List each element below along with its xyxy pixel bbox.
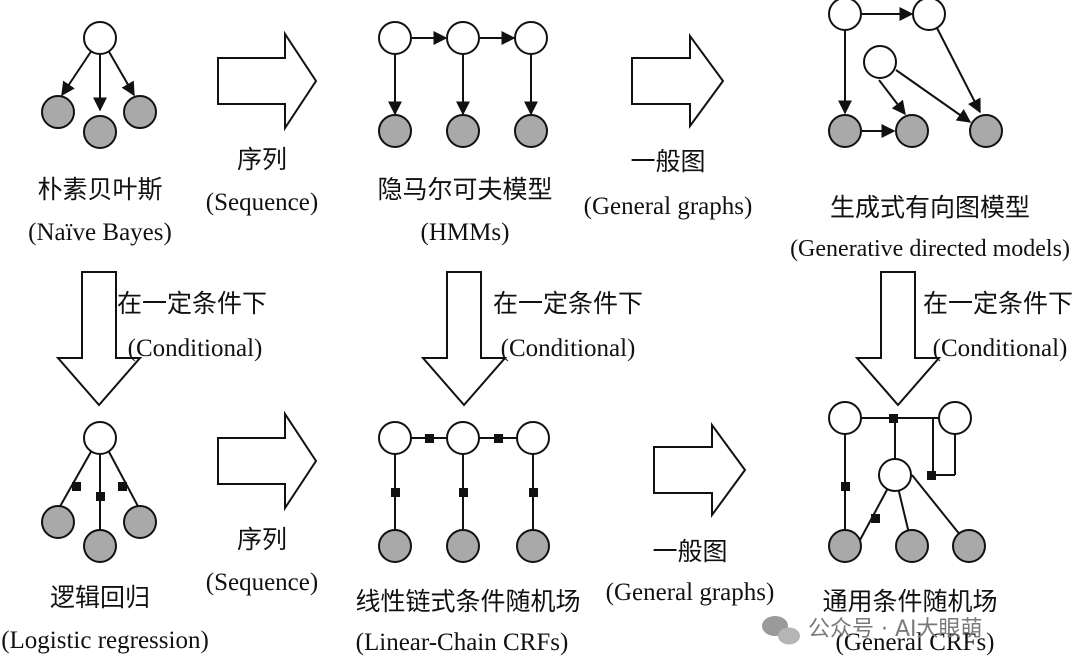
sequence-arrow-bottom (217, 410, 318, 512)
logistic-en: (Logistic regression) (1, 627, 209, 654)
hmm-zh: 隐马尔可夫模型 (377, 175, 552, 204)
observed-node (514, 114, 548, 148)
observed-node (828, 529, 862, 563)
factor-nodes (841, 414, 936, 523)
general-en-bottom: (General graphs) (606, 579, 775, 606)
observed-node (41, 505, 75, 539)
hmm-en: (HMMs) (421, 219, 510, 246)
observed-node (446, 114, 480, 148)
hmm-graph (378, 21, 548, 148)
logistic-graph (41, 421, 157, 563)
hidden-node (514, 21, 548, 55)
general-arrow-bottom (653, 421, 747, 519)
observed-node (123, 505, 157, 539)
conditional-arrow-right (854, 271, 942, 407)
observed-node (41, 95, 75, 129)
hidden-node (83, 421, 117, 455)
generative-zh: 生成式有向图模型 (830, 193, 1030, 222)
sequence-en-bottom: (Sequence) (206, 569, 318, 596)
observed-node (895, 114, 929, 148)
observed-node (123, 95, 157, 129)
linear-crf-zh: 线性链式条件随机场 (355, 587, 580, 616)
observed-node (83, 115, 117, 149)
hidden-node (828, 0, 862, 31)
hidden-node (83, 21, 117, 55)
conditional-en-left: (Conditional) (128, 335, 263, 362)
sequence-zh-bottom: 序列 (237, 525, 287, 554)
general-crf-en: (General CRFs) (836, 629, 995, 656)
sequence-arrow-top (217, 30, 318, 132)
hidden-node (828, 401, 862, 435)
hidden-node (378, 421, 412, 455)
general-zh-top: 一般图 (630, 147, 705, 176)
sequence-en-top: (Sequence) (206, 189, 318, 216)
conditional-arrow-middle (420, 271, 508, 407)
factor-nodes (391, 434, 538, 497)
observed-node (83, 529, 117, 563)
naive-bayes-en: (Naïve Bayes) (28, 219, 172, 246)
general-crf-zh: 通用条件随机场 (822, 587, 997, 616)
hidden-node (863, 45, 897, 79)
sequence-zh-top: 序列 (237, 145, 287, 174)
conditional-zh-right: 在一定条件下 (923, 289, 1073, 318)
linear-crf-graph (378, 421, 550, 563)
hidden-node (446, 421, 480, 455)
hidden-node (446, 21, 480, 55)
factor-nodes (72, 482, 127, 501)
general-arrow-top (631, 32, 725, 130)
conditional-en-middle: (Conditional) (501, 335, 636, 362)
generative-en: (Generative directed models) (790, 236, 1070, 262)
conditional-en-right: (Conditional) (933, 335, 1068, 362)
conditional-zh-middle: 在一定条件下 (493, 289, 643, 318)
observed-node (895, 529, 929, 563)
observed-node (446, 529, 480, 563)
observed-node (378, 114, 412, 148)
observed-node (828, 114, 862, 148)
naive-bayes-zh: 朴素贝叶斯 (37, 175, 162, 204)
hidden-node (912, 0, 946, 31)
general-zh-bottom: 一般图 (652, 537, 727, 566)
observed-node (969, 114, 1003, 148)
conditional-arrow-left (55, 271, 143, 407)
generative-graph (828, 0, 1003, 148)
observed-node (378, 529, 412, 563)
observed-node (516, 529, 550, 563)
general-en-top: (General graphs) (584, 193, 753, 220)
logistic-zh: 逻辑回归 (50, 583, 150, 612)
hidden-node (938, 401, 972, 435)
linear-crf-en: (Linear-Chain CRFs) (356, 629, 569, 656)
hidden-node (878, 458, 912, 492)
hidden-node (378, 21, 412, 55)
naive-bayes-graph (41, 21, 157, 149)
general-crf-graph (828, 401, 986, 563)
watermark-text: 公众号 · AI大眼萌 (808, 617, 983, 642)
hidden-node (516, 421, 550, 455)
observed-node (952, 529, 986, 563)
conditional-zh-left: 在一定条件下 (117, 289, 267, 318)
wechat-icon (762, 616, 800, 645)
